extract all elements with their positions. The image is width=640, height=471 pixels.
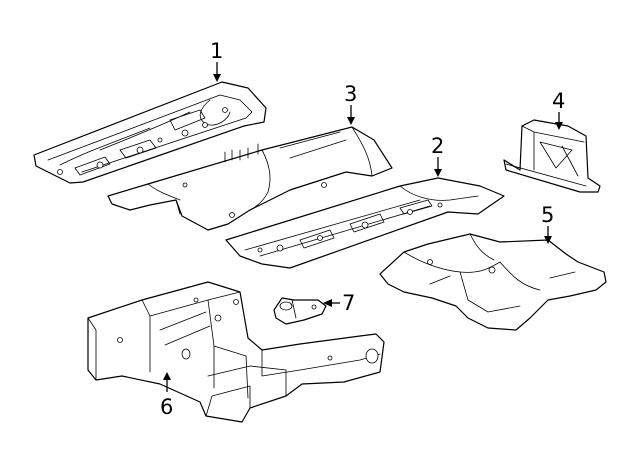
callout-1: 1 bbox=[210, 39, 223, 82]
callout-2-arrowhead bbox=[434, 169, 442, 177]
callout-6-arrowhead bbox=[163, 372, 171, 380]
callout-1-arrowhead bbox=[213, 74, 221, 82]
callout-3-label: 3 bbox=[344, 82, 357, 106]
part-4-support-bracket[interactable] bbox=[503, 119, 601, 193]
callout-3-arrowhead bbox=[347, 117, 355, 125]
callout-1-label: 1 bbox=[210, 39, 223, 63]
part-2-rear-floor-pan[interactable] bbox=[225, 177, 505, 269]
callout-7-label: 7 bbox=[342, 291, 355, 315]
callout-2: 2 bbox=[431, 134, 444, 177]
callout-5: 5 bbox=[541, 203, 554, 244]
callout-6: 6 bbox=[160, 372, 173, 419]
callout-3: 3 bbox=[344, 82, 357, 125]
callout-7: 7 bbox=[323, 291, 355, 315]
callout-5-arrowhead bbox=[544, 236, 552, 244]
callout-5-label: 5 bbox=[541, 203, 554, 227]
callout-4-arrowhead bbox=[555, 122, 563, 130]
part-3-tunnel-panel[interactable] bbox=[107, 126, 393, 231]
callout-4: 4 bbox=[552, 89, 565, 130]
callout-4-label: 4 bbox=[552, 89, 565, 113]
callout-2-label: 2 bbox=[431, 134, 444, 158]
part-7-small-bracket[interactable] bbox=[273, 297, 327, 325]
part-1-front-floor-pan[interactable] bbox=[33, 81, 267, 184]
part-5-floor-carpet[interactable] bbox=[379, 233, 607, 331]
callout-6-label: 6 bbox=[160, 395, 173, 419]
part-6-underbody-frame[interactable] bbox=[87, 281, 385, 423]
callout-7-arrowhead bbox=[323, 299, 332, 307]
